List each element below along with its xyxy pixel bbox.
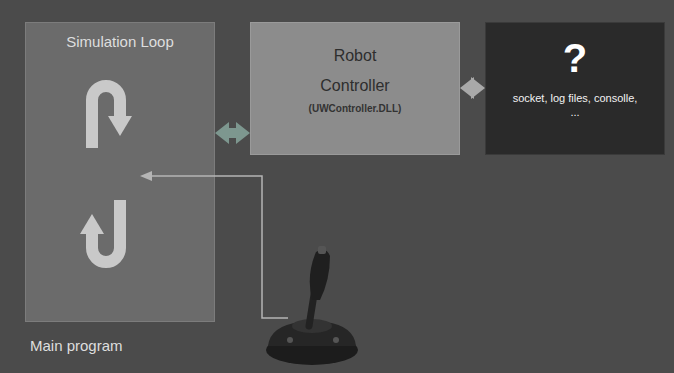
output-box: ? socket, log files, consolle, ... — [485, 22, 665, 155]
output-list: socket, log files, consolle, ... — [510, 91, 640, 119]
joystick-illustration — [266, 246, 358, 365]
panel-title: Simulation Loop — [26, 33, 214, 50]
loop-arrowhead — [80, 214, 104, 234]
double-arrow-connector — [215, 122, 250, 144]
loop-arrow-top — [92, 86, 120, 148]
main-program-panel: Simulation LoopMain program — [25, 22, 215, 322]
signal-arrowhead — [140, 171, 152, 181]
box-subtitle: (UWController.DLL) — [251, 103, 459, 114]
loop-arrowhead — [108, 116, 132, 136]
joystick-signal-line — [150, 176, 288, 318]
double-arrow-connector — [460, 77, 485, 99]
controller-box: Robot Controller (UWController.DLL) — [250, 22, 460, 155]
panel-caption: Main program — [30, 337, 123, 354]
question-mark: ? — [486, 35, 664, 81]
box-title: Robot Controller — [300, 41, 410, 101]
loop-arrows — [92, 86, 120, 262]
loop-arrow-bottom — [92, 200, 120, 262]
